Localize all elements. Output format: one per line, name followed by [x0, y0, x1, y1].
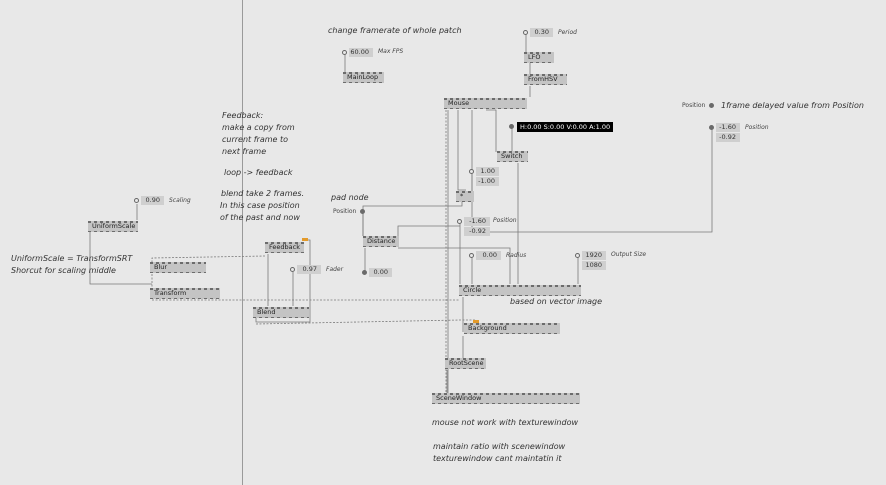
blend-comment-2: In this case position — [220, 201, 300, 210]
period-label: Period — [558, 29, 577, 36]
node-transform[interactable]: Transform — [150, 288, 220, 299]
factor-value-2[interactable]: -1.00 — [476, 177, 499, 186]
node-uniformscale[interactable]: UniformScale — [88, 221, 138, 232]
node-background[interactable]: Background — [464, 323, 560, 334]
link-mouse-multiply — [457, 110, 466, 191]
pad-position-pin[interactable] — [360, 209, 365, 214]
link-position-right — [490, 128, 713, 233]
distance-out-pin[interactable] — [362, 270, 367, 275]
node-mouse[interactable]: Mouse — [444, 98, 527, 109]
node-multiply[interactable]: * — [456, 191, 474, 202]
feedback-comment-1: Feedback: — [222, 111, 264, 120]
radius-pin[interactable] — [469, 253, 474, 258]
position-pin[interactable] — [457, 219, 462, 224]
link-position-distance — [397, 225, 460, 236]
node-fromhsv[interactable]: FromHSV — [524, 74, 567, 85]
feedback-comment-2: make a copy from — [222, 123, 295, 132]
mouse-note-comment: mouse not work with texturewindow — [432, 418, 579, 427]
color-pin[interactable] — [509, 124, 514, 129]
distance-out-iobox[interactable]: 0.00 — [369, 268, 392, 277]
feedback-highlight — [302, 238, 308, 241]
right-position-value-2[interactable]: -0.92 — [716, 133, 740, 142]
fader-iobox[interactable]: 0.97 — [297, 265, 321, 274]
feedback-comment-4: next frame — [222, 147, 267, 156]
node-blend[interactable]: Blend — [253, 307, 309, 318]
color-tooltip: H:0.00 S:0.00 V:0.00 A:1.00 — [517, 122, 614, 132]
vector-comment: based on vector image — [510, 297, 603, 306]
position-value-1[interactable]: -1.60 — [464, 217, 490, 226]
uniform-comment-1: UniformScale = TransformSRT — [11, 254, 133, 263]
blend-comment-1: blend take 2 frames. — [221, 189, 305, 198]
node-scenewindow[interactable]: SceneWindow — [432, 393, 580, 404]
max-fps-label: Max FPS — [378, 48, 404, 55]
node-feedback[interactable]: Feedback — [265, 242, 304, 253]
pad-position-label: Position — [333, 208, 357, 215]
loop-comment: loop -> feedback — [224, 168, 293, 177]
node-switch[interactable]: Switch — [497, 151, 528, 162]
output-height[interactable]: 1080 — [582, 261, 606, 270]
max-fps-iobox[interactable]: 60.00 — [349, 48, 373, 57]
radius-iobox[interactable]: 0.00 — [476, 251, 501, 260]
output-width[interactable]: 1920 — [582, 251, 606, 260]
period-iobox[interactable]: 0.30 — [530, 28, 553, 37]
link-fromhsv-switch-color — [508, 86, 531, 153]
node-mainloop[interactable]: MainLoop — [343, 72, 384, 83]
max-fps-pin[interactable] — [342, 50, 347, 55]
right-position-label: Position — [745, 124, 769, 131]
factor-value-1[interactable]: 1.00 — [476, 167, 499, 176]
node-rootscene[interactable]: RootScene — [445, 358, 486, 369]
period-pin[interactable] — [523, 30, 528, 35]
feedback-comment-3: current frame to — [222, 135, 289, 144]
scaling-iobox[interactable]: 0.90 — [141, 196, 164, 205]
blend-comment-3: of the past and now — [220, 213, 300, 222]
right-position-left-label: Position — [682, 102, 706, 109]
link-mouse-switch — [486, 109, 497, 152]
right-position-in-pin[interactable] — [709, 103, 714, 108]
uniform-comment-2: Shorcut for scaling middle — [11, 266, 116, 275]
node-distance[interactable]: Distance — [363, 236, 399, 247]
framerate-comment: change framerate of whole patch — [328, 26, 462, 35]
frame-delay-comment: 1frame delayed value from Position — [721, 101, 864, 110]
link-blend-out — [255, 319, 476, 325]
position-label: Position — [493, 217, 517, 224]
node-lfo[interactable]: LFO — [524, 52, 554, 63]
fader-pin[interactable] — [290, 267, 295, 272]
right-position-pin[interactable] — [709, 125, 714, 130]
region-divider — [242, 0, 243, 485]
output-size-pin[interactable] — [575, 253, 580, 258]
background-highlight — [473, 320, 479, 323]
ratio-comment-2: texturewindow cant maintatin it — [433, 454, 562, 463]
link-multiply-pad — [362, 202, 463, 236]
pad-node-comment: pad node — [331, 193, 369, 202]
output-size-label: Output Size — [611, 251, 647, 258]
scaling-label: Scaling — [169, 197, 191, 204]
fader-label: Fader — [326, 266, 344, 273]
factor-pin[interactable] — [469, 169, 474, 174]
node-blur[interactable]: Blur — [150, 262, 206, 273]
scaling-pin[interactable] — [134, 198, 139, 203]
right-position-value-1[interactable]: -1.60 — [716, 123, 740, 132]
ratio-comment-1: maintain ratio with scenewindow — [433, 442, 566, 451]
node-circle[interactable]: Circle — [459, 285, 581, 296]
radius-label: Radius — [506, 252, 527, 259]
position-value-2[interactable]: -0.92 — [464, 227, 490, 236]
